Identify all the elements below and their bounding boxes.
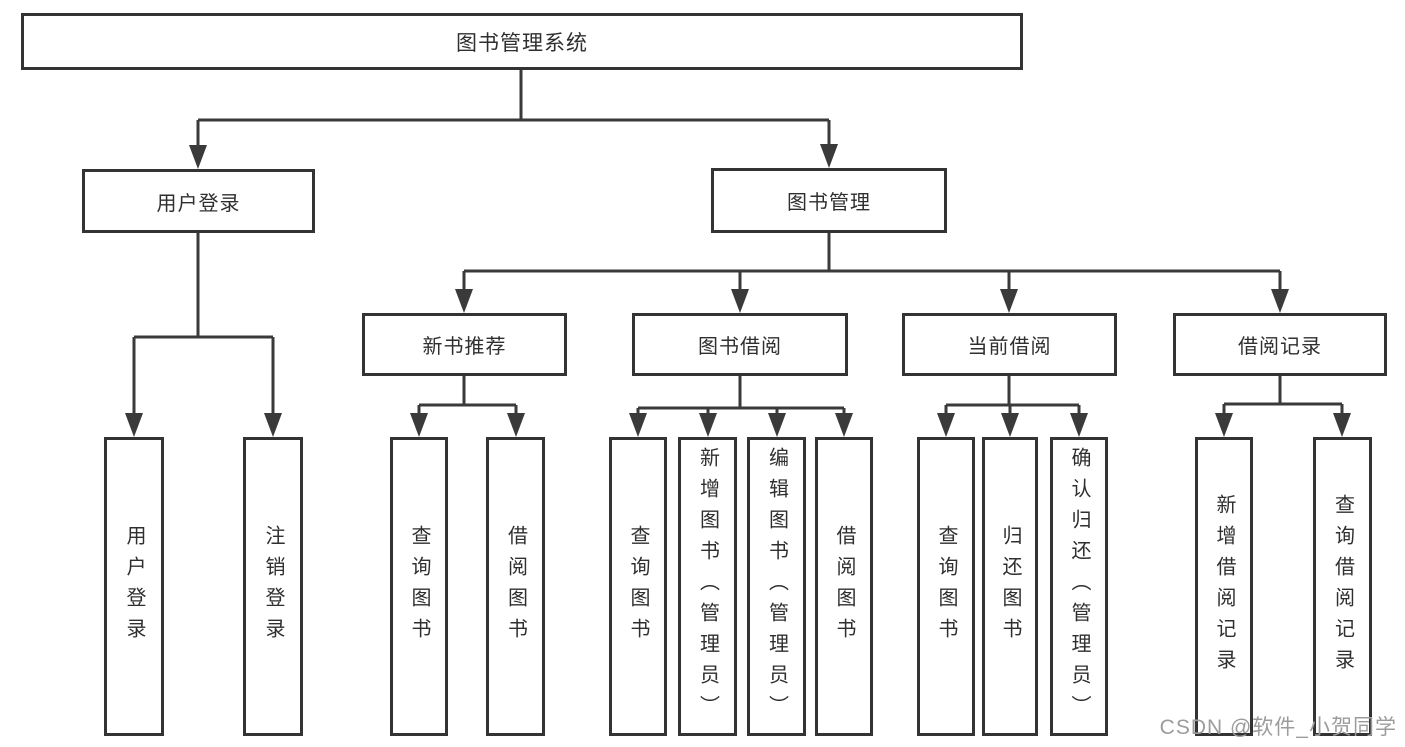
leaf-borrow-book-recommend: 借阅图书 xyxy=(486,437,545,736)
leaf-query-book-recommend: 查询图书 xyxy=(390,437,448,736)
node-current-borrowing: 当前借阅 xyxy=(902,313,1117,376)
arrowhead-icons xyxy=(125,144,1351,437)
node-user-login: 用户登录 xyxy=(82,169,315,233)
connector-path xyxy=(132,70,1344,415)
leaf-return-book: 归还图书 xyxy=(982,437,1038,736)
leaf-user-login: 用户登录 xyxy=(104,437,164,736)
leaf-add-borrow-record: 新增借阅记录 xyxy=(1195,437,1253,736)
leaf-confirm-return-admin: 确认归还（管理员） xyxy=(1050,437,1108,736)
node-library-management-system: 图书管理系统 xyxy=(21,13,1023,70)
leaf-query-book-current: 查询图书 xyxy=(917,437,975,736)
leaf-query-borrow-record: 查询借阅记录 xyxy=(1313,437,1372,736)
leaf-logout: 注销登录 xyxy=(243,437,303,736)
node-book-management: 图书管理 xyxy=(711,168,947,233)
node-book-borrowing: 图书借阅 xyxy=(632,313,848,376)
leaf-borrow-book-borrowing: 借阅图书 xyxy=(815,437,873,736)
node-new-book-recommend: 新书推荐 xyxy=(362,313,567,376)
leaf-add-book-admin: 新增图书（管理员） xyxy=(678,437,737,736)
leaf-query-book-borrowing: 查询图书 xyxy=(609,437,667,736)
watermark: CSDN @软件_小贺同学 xyxy=(1159,716,1397,739)
leaf-edit-book-admin: 编辑图书（管理员） xyxy=(747,437,806,736)
node-borrowing-records: 借阅记录 xyxy=(1173,313,1387,376)
